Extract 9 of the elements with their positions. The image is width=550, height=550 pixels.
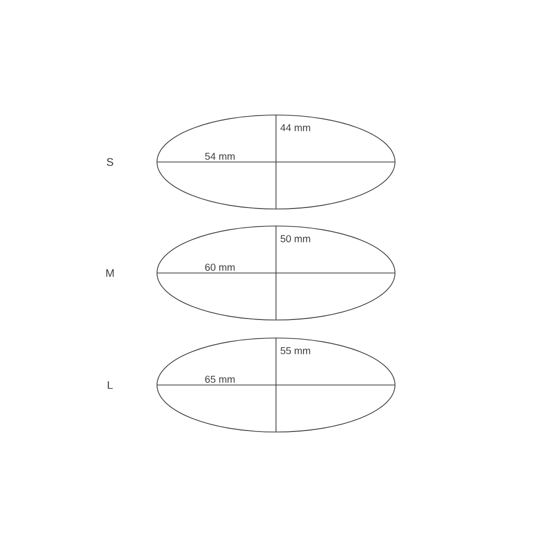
dimension-label: 50 mm <box>280 235 310 242</box>
dimension-label: 65 mm <box>205 376 235 383</box>
dimension-label: 55 mm <box>280 347 310 354</box>
size-label: M <box>106 269 114 277</box>
dimension-label: 54 mm <box>205 152 235 160</box>
dimension-label: 60 mm <box>205 264 235 271</box>
size-label: S <box>106 158 114 166</box>
dimension-label: 44 mm <box>280 124 310 132</box>
size-label: L <box>108 381 113 389</box>
